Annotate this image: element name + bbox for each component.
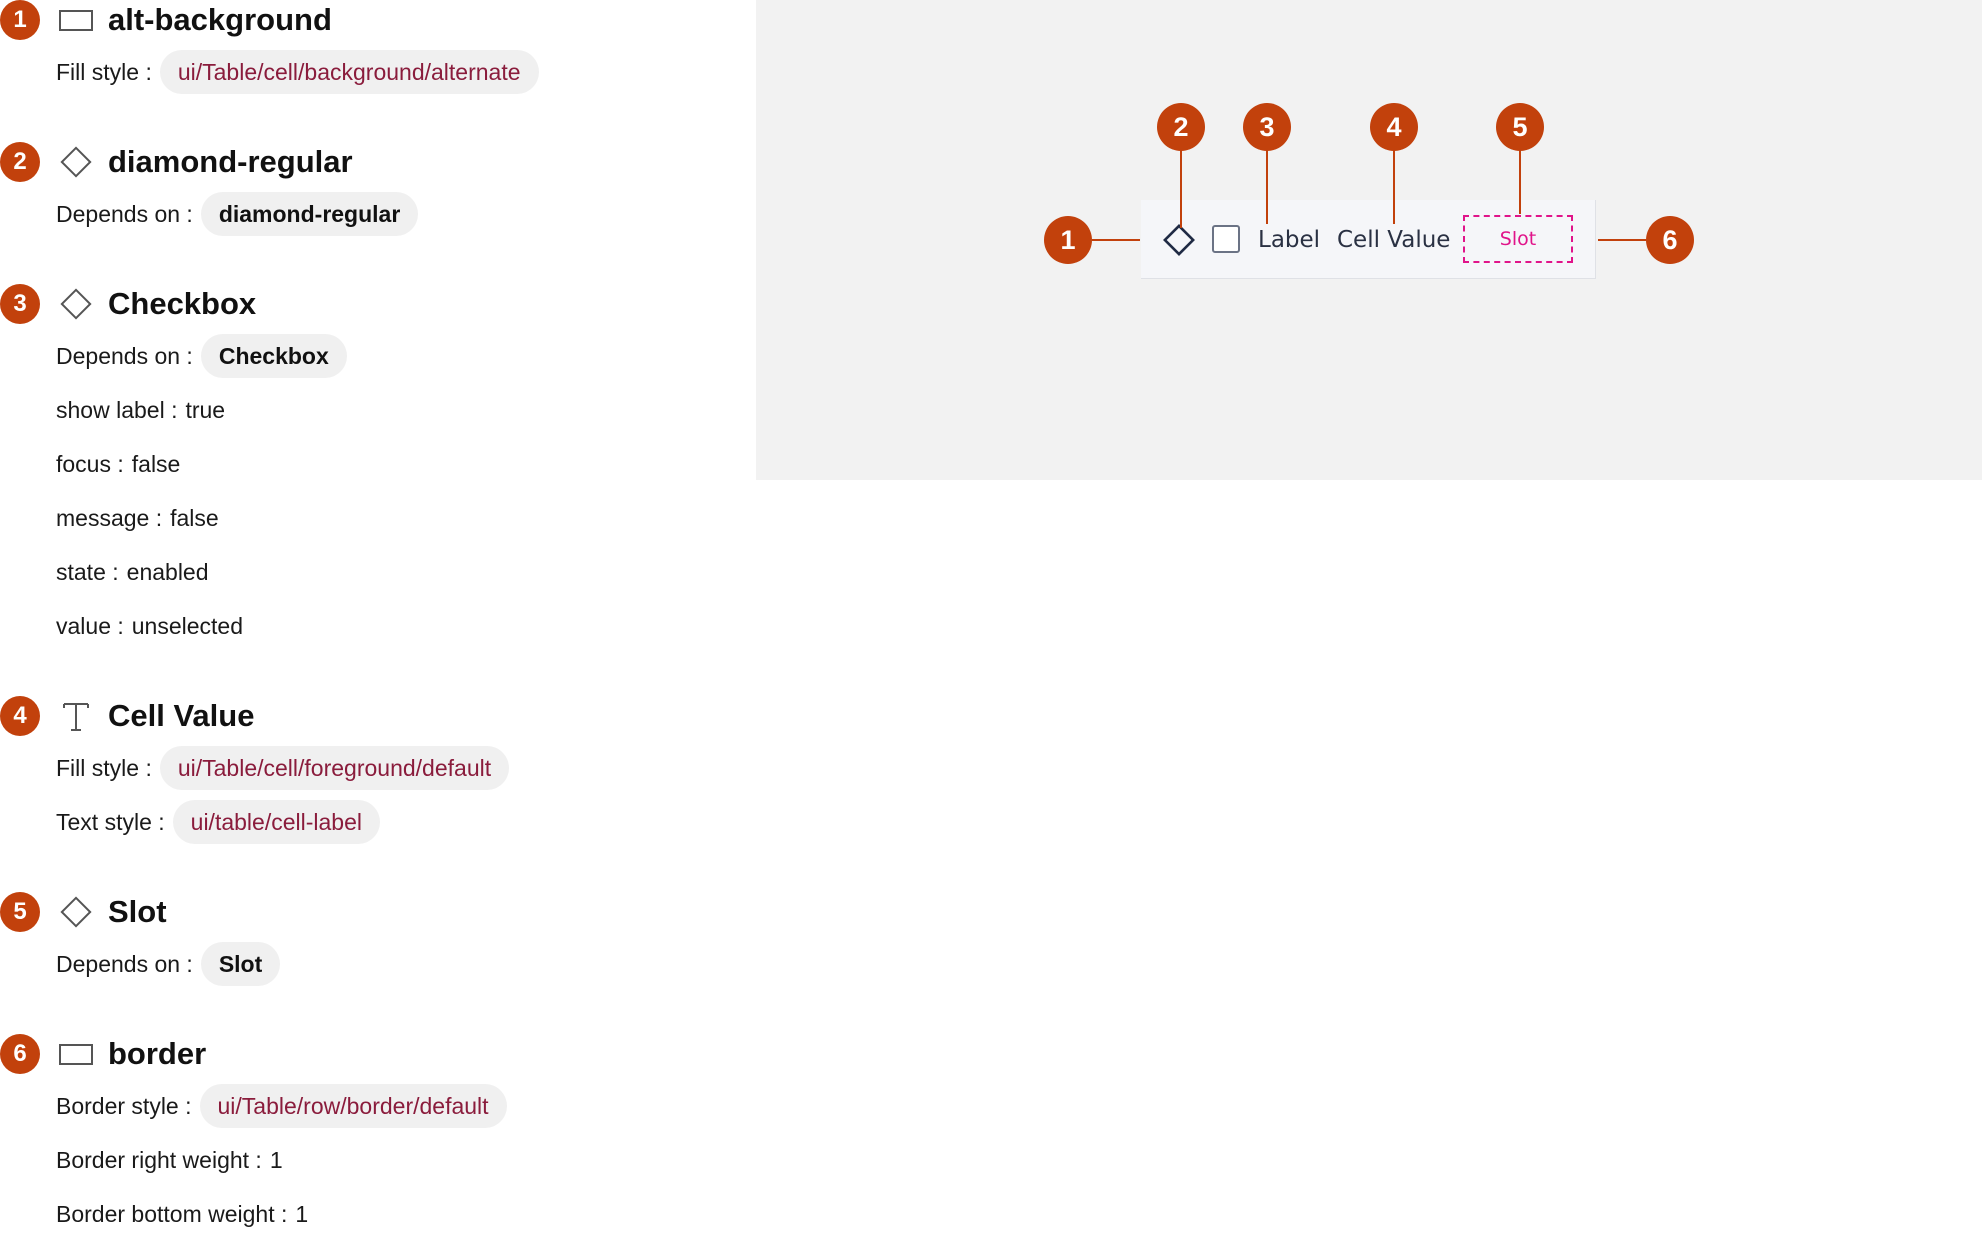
property-value: 1 xyxy=(269,1146,283,1173)
property-key: Border style : xyxy=(56,1092,192,1119)
diamond-icon xyxy=(58,286,94,322)
callout-4-number: 4 xyxy=(1386,111,1402,142)
spec-property: Border bottom weight : 1 xyxy=(56,1192,308,1236)
spec-title: border xyxy=(108,1036,207,1071)
leader-line-6 xyxy=(1598,239,1646,241)
leader-line-3 xyxy=(1266,150,1268,224)
spec-property: Border style : ui/Table/row/border/defaul… xyxy=(56,1084,507,1128)
spec-number-badge: 6 xyxy=(0,1034,40,1074)
style-chip[interactable]: ui/Table/row/border/default xyxy=(199,1084,507,1128)
callout-6-number: 6 xyxy=(1662,224,1678,255)
property-value: unselected xyxy=(131,612,244,639)
property-key: focus : xyxy=(56,450,124,477)
style-chip[interactable]: ui/table/cell-label xyxy=(172,800,380,844)
property-value: false xyxy=(170,504,219,531)
spec-title: Slot xyxy=(108,894,167,929)
spec-property: Fill style : ui/Table/cell/background/alt… xyxy=(56,50,539,94)
component-chip[interactable]: Checkbox xyxy=(200,334,347,378)
spec-property: show label : true xyxy=(56,388,225,432)
spec-number-badge: 3 xyxy=(0,284,40,324)
property-key: show label : xyxy=(56,396,178,423)
diamond-regular-preview-icon xyxy=(1163,224,1195,256)
property-key: Border bottom weight : xyxy=(56,1200,288,1227)
callout-5-number: 5 xyxy=(1512,111,1528,142)
property-key: message : xyxy=(56,504,163,531)
spec-property: Depends on : Checkbox xyxy=(56,334,347,378)
property-key: Depends on : xyxy=(56,342,193,369)
style-chip[interactable]: ui/Table/cell/background/alternate xyxy=(159,50,539,94)
rectangle-icon xyxy=(58,2,94,38)
leader-line-1 xyxy=(1092,239,1140,241)
spec-title: alt-background xyxy=(108,2,332,37)
callout-3: 3 xyxy=(1243,103,1291,151)
property-key: Border right weight : xyxy=(56,1146,262,1173)
callout-1-number: 1 xyxy=(1060,224,1076,255)
spec-number-badge: 2 xyxy=(0,142,40,182)
property-value: 1 xyxy=(295,1200,309,1227)
diamond-icon xyxy=(58,894,94,930)
callout-4: 4 xyxy=(1370,103,1418,151)
rectangle-icon xyxy=(58,1036,94,1072)
slot-label: Slot xyxy=(1499,228,1537,250)
component-chip[interactable]: Slot xyxy=(200,942,281,986)
checkbox-preview[interactable] xyxy=(1212,225,1240,253)
spec-property: focus : false xyxy=(56,442,180,486)
spec-number-badge: 1 xyxy=(0,0,40,40)
leader-line-5 xyxy=(1519,150,1521,214)
spec-number-badge: 5 xyxy=(0,892,40,932)
spec-property: value : unselected xyxy=(56,604,243,648)
callout-3-number: 3 xyxy=(1259,111,1275,142)
checkbox-label: Label xyxy=(1258,227,1321,253)
spec-property: Border right weight : 1 xyxy=(56,1138,283,1182)
property-key: Fill style : xyxy=(56,58,152,85)
property-key: Depends on : xyxy=(56,950,193,977)
spec-title: Checkbox xyxy=(108,286,257,321)
callout-6: 6 xyxy=(1646,216,1694,264)
property-key: Depends on : xyxy=(56,200,193,227)
leader-line-2 xyxy=(1180,150,1182,228)
callout-2: 2 xyxy=(1157,103,1205,151)
property-value: true xyxy=(185,396,226,423)
spec-property: Depends on : diamond-regular xyxy=(56,192,419,236)
property-key: Fill style : xyxy=(56,754,152,781)
property-key: Text style : xyxy=(56,808,165,835)
diamond-icon xyxy=(58,144,94,180)
property-key: state : xyxy=(56,558,119,585)
property-value: false xyxy=(131,450,181,477)
spec-property: state : enabled xyxy=(56,550,209,594)
spec-title: diamond-regular xyxy=(108,144,353,179)
component-chip[interactable]: diamond-regular xyxy=(200,192,419,236)
callout-5: 5 xyxy=(1496,103,1544,151)
spec-property: Fill style : ui/Table/cell/foreground/def… xyxy=(56,746,510,790)
spec-property: Depends on : Slot xyxy=(56,942,281,986)
callout-2-number: 2 xyxy=(1173,111,1189,142)
slot-preview: Slot xyxy=(1463,215,1573,263)
property-key: value : xyxy=(56,612,124,639)
style-chip[interactable]: ui/Table/cell/foreground/default xyxy=(159,746,510,790)
spec-property: Text style : ui/table/cell-label xyxy=(56,800,380,844)
text-icon xyxy=(58,698,94,734)
property-value: enabled xyxy=(126,558,209,585)
spec-title: Cell Value xyxy=(108,698,255,733)
cell-value-text: Cell Value xyxy=(1337,227,1451,253)
spec-property: message : false xyxy=(56,496,219,540)
leader-line-4 xyxy=(1393,150,1395,224)
callout-1: 1 xyxy=(1044,216,1092,264)
spec-number-badge: 4 xyxy=(0,696,40,736)
